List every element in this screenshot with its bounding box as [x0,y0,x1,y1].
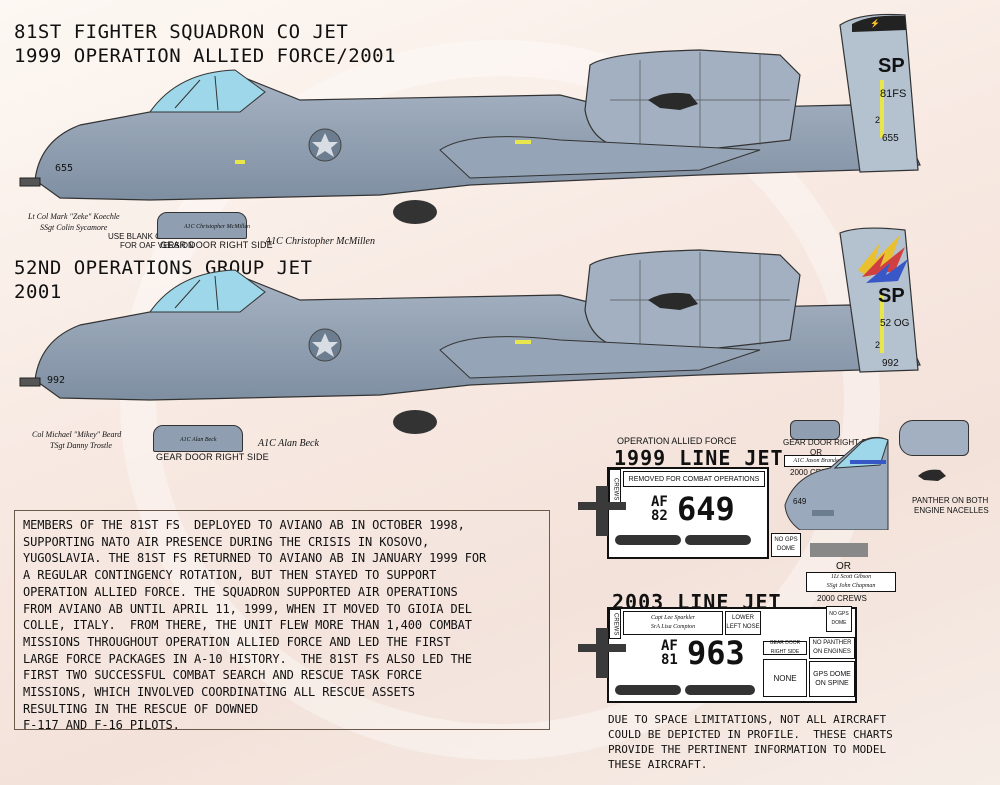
chart2003-no-panther: NO PANTHER ON ENGINES [809,637,855,659]
chart1999-gray-bar [810,543,868,557]
chart1999-crew-chief: SSgt John Chapman [826,583,876,589]
jet1-gear-door: A1C Christopher McMillen [157,212,250,239]
chart1999-crews-3: 2000 CREWS [817,594,867,603]
jet2-pilot-name: Col Michael "Mikey" Beard [32,430,122,439]
jet1-gear-door-label: GEAR DOOR RIGHT SIDE [160,240,273,250]
chart1999-gear-door-label: GEAR DOOR RIGHT SIDE [783,438,880,447]
page-subtitle: 1999 OPERATION ALLIED FORCE/2001 [14,45,397,67]
chart1999-or-1: OR [810,448,822,457]
chart2003-af: AF [661,638,678,654]
history-text: MEMBERS OF THE 81ST FS DEPLOYED TO AVIAN… [23,518,487,733]
jet2-gear-door-caption: A1C Alan Beck [258,438,319,449]
chart1999-panel: CREWS REMOVED FOR COMBAT OPERATIONS AF 8… [607,467,769,559]
chart2003-serial: 963 [687,634,745,672]
chart2003-name-block: Capt Lee Sparkler SrA Lisa Compton [623,611,723,635]
jet1-pilot-name: Lt Col Mark "Zeke" Koechle [28,212,120,221]
jet1-tail-serial: 655 [882,133,899,144]
chart1999-panther-note-1: PANTHER ON BOTH [912,496,989,505]
chart1999-panther-icon [918,469,946,481]
jet2-tail-code: SP [878,285,905,307]
jet2-nose-number: 992 [47,375,66,386]
chart2003-panel: CREWS Capt Lee Sparkler SrA Lisa Compton… [607,607,857,703]
jet2-tail-serial: 992 [882,358,899,369]
chart2003-gps: GPS DOME ON SPINE [809,661,855,697]
jet1-gear-door-caption: A1C Christopher McMillen [265,236,375,247]
chart1999-strip-right [685,535,751,545]
chart1999-af: AF [651,494,668,510]
chart2003-no-gps: NO GPS DOME [826,606,852,632]
jet2-crew-chief: TSgt Danny Trostle [50,441,112,450]
chart2003-lower-left-nose: LOWER LEFT NOSE [725,611,761,635]
jet2-profile [19,227,921,434]
chart1999-serial: 649 [677,490,735,528]
chart2003-none: NONE [763,659,807,697]
jet2-tail-digit: 2 [875,340,881,350]
chart1999-nose-view [784,436,889,530]
chart1999-pilot-name: 1Lt Scott Gibson [830,574,872,580]
chart1999-gps-note: NO GPS DOME [771,533,801,557]
chart2003-aircraft-planform [578,628,626,678]
chart2003-year: 81 [661,652,678,668]
chart1999-nose-number: 649 [793,497,807,506]
chart1999-strip-left [615,535,681,545]
page-title: 81ST FIGHTER SQUADRON CO JET [14,21,349,43]
jet1-gear-door-name: A1C Christopher McMillen [184,224,250,230]
chart1999-panther-note-2: ENGINE NACELLES [914,506,989,515]
jet1-crew-note-2: FOR OAF VERSION [120,241,194,250]
chart1999-nacelle [899,420,969,456]
chart1999-aircraft-planform [578,486,626,536]
chart2003-gear-door-right-side: GEAR DOOR RIGHT SIDE [763,640,807,655]
jet1-tail-unit: 81FS [880,88,907,100]
chart2003-crew-chief: SrA Lisa Compton [650,624,696,630]
chart1999-caption: OPERATION ALLIED FORCE [617,436,737,446]
jet1-nose-number: 655 [55,163,74,174]
chart1999-year: 82 [651,508,668,524]
chart1999-nose-strip [812,510,834,516]
jet2-gear-door-label: GEAR DOOR RIGHT SIDE [156,452,269,462]
svg-text:⚡: ⚡ [870,18,880,28]
jet1-tail-code: SP [878,55,905,77]
chart1999-gear-door [790,420,840,440]
jet2-gear-door-name: A1C Alan Beck [180,437,217,443]
chart1999-title: 1999 LINE JET [614,446,784,470]
chart2003-pilot-name: Capt Lee Sparkler [651,615,695,621]
chart1999-or-2: OR [836,561,851,572]
history-text-box: MEMBERS OF THE 81ST FS DEPLOYED TO AVIAN… [14,510,550,732]
chart2003-crews-label: CREWS [609,609,621,639]
jet1-profile: ⚡ [19,13,921,224]
jet2-gear-door: A1C Alan Beck [153,425,243,452]
chart1999-removed-note: REMOVED FOR COMBAT OPERATIONS [623,471,765,487]
chart2003-strip-right [685,685,755,695]
jet1-tail-digit: 2 [875,115,881,125]
jet2-tail-unit: 52 OG [880,318,910,329]
jet1-crew-chief: SSgt Colin Sycamore [40,223,108,232]
jet2-year: 2001 [14,281,62,303]
footer-note: DUE TO SPACE LIMITATIONS, NOT ALL AIRCRA… [608,713,893,771]
chart1999-name-block: 1Lt Scott Gibson SSgt John Chapman [806,572,896,592]
chart2003-strip-left [615,685,681,695]
